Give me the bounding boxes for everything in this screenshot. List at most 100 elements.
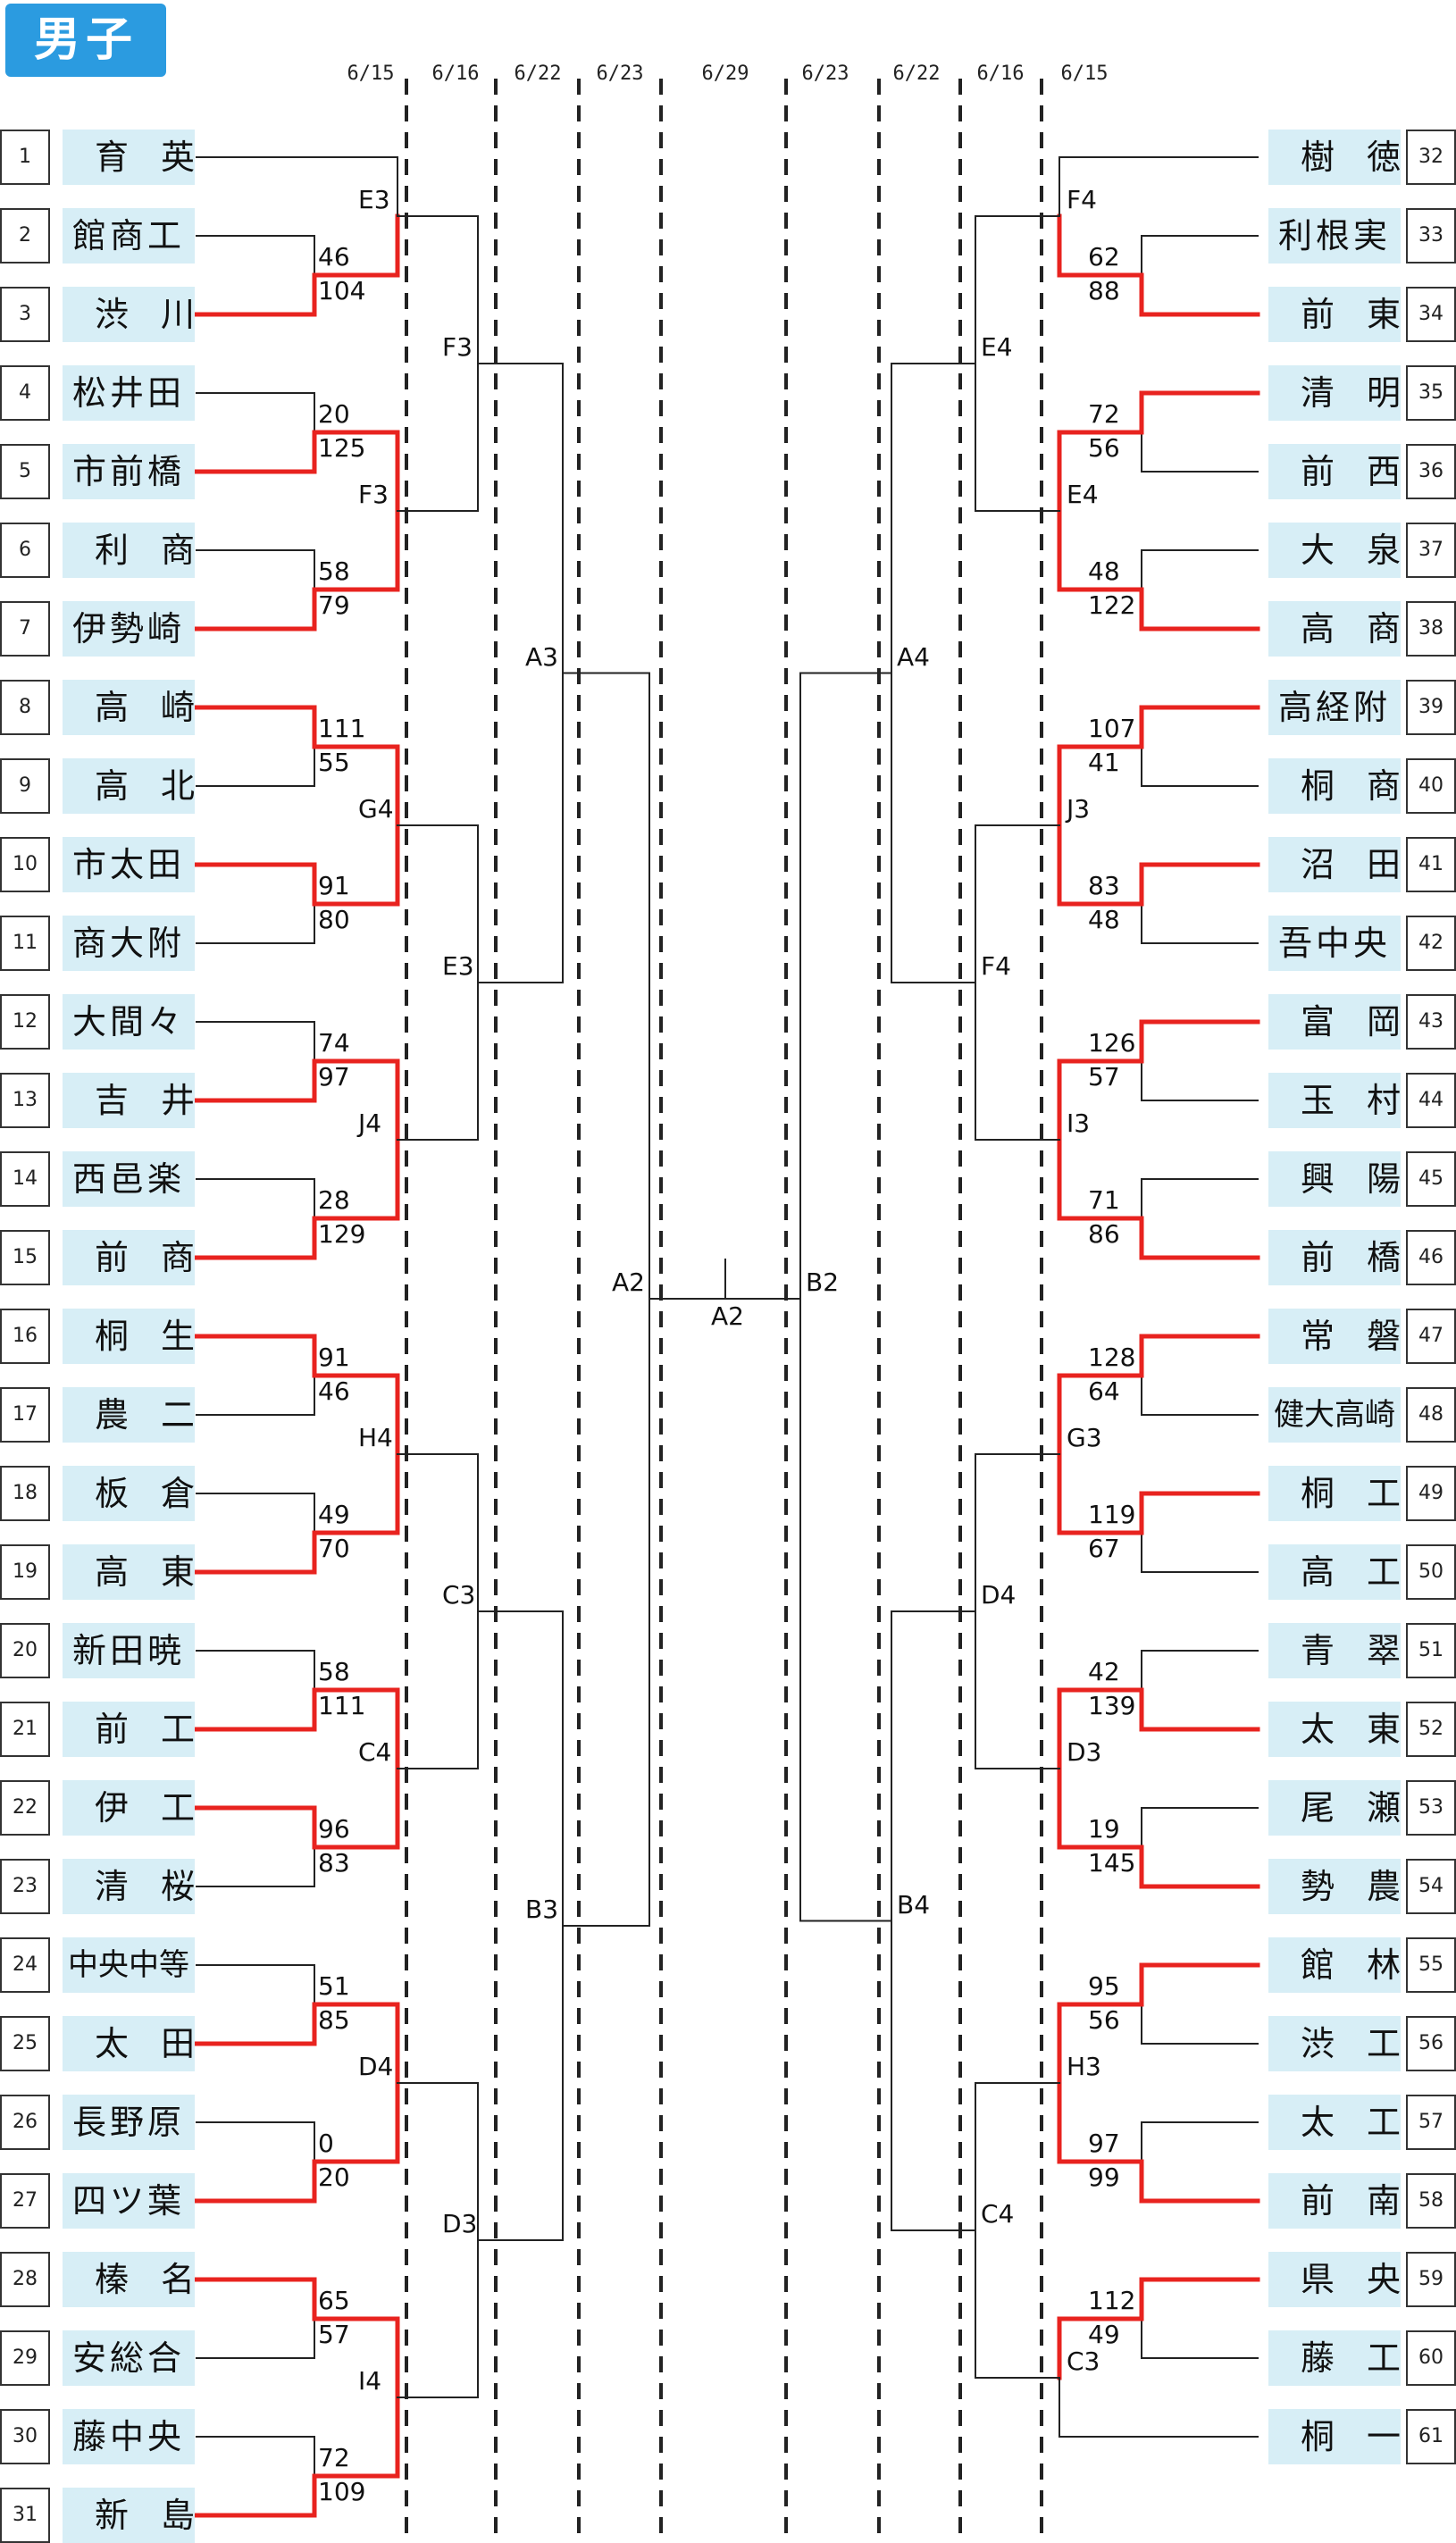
court-label: B2 xyxy=(806,1267,840,1297)
score: 96 xyxy=(318,1814,350,1844)
score: 55 xyxy=(318,748,350,777)
court-label: D3 xyxy=(442,2209,478,2238)
seed-number: 32 xyxy=(1406,130,1456,185)
score: 126 xyxy=(1088,1028,1136,1058)
team-name: 利商 xyxy=(63,523,195,578)
seed-number: 1 xyxy=(0,130,50,185)
team-name: 伊工 xyxy=(63,1780,195,1836)
seed-number: 61 xyxy=(1406,2409,1456,2464)
seed-number: 57 xyxy=(1406,2095,1456,2150)
score: 46 xyxy=(318,242,350,272)
team-name: 桐生 xyxy=(63,1309,195,1364)
score: 74 xyxy=(318,1028,350,1058)
team-name: 玉村 xyxy=(1268,1073,1401,1128)
seed-number: 33 xyxy=(1406,208,1456,264)
date-label: 6/23 xyxy=(596,63,644,85)
score: 57 xyxy=(1088,1062,1120,1092)
team-name: 新島 xyxy=(63,2488,195,2543)
seed-number: 9 xyxy=(0,758,50,814)
score: 122 xyxy=(1088,590,1136,620)
score: 91 xyxy=(318,871,350,900)
court-label: H4 xyxy=(358,1423,393,1452)
score: 48 xyxy=(1088,905,1120,934)
seed-number: 46 xyxy=(1406,1230,1456,1285)
seed-number: 3 xyxy=(0,287,50,342)
team-name: 新田暁 xyxy=(63,1623,195,1678)
team-name: 大間々 xyxy=(63,994,195,1050)
team-name: 農二 xyxy=(63,1387,195,1443)
date-label: 6/22 xyxy=(892,63,941,85)
team-name: 高東 xyxy=(63,1544,195,1600)
seed-number: 5 xyxy=(0,444,50,499)
score: 111 xyxy=(318,1691,366,1720)
team-name: 前西 xyxy=(1268,444,1401,499)
court-label: A3 xyxy=(525,641,558,672)
seed-number: 7 xyxy=(0,601,50,657)
court-label: F4 xyxy=(1067,185,1097,214)
date-label: 6/15 xyxy=(347,63,395,85)
team-name: 富岡 xyxy=(1268,994,1401,1050)
team-name: 県央 xyxy=(1268,2252,1401,2307)
score: 71 xyxy=(1088,1185,1120,1215)
court-label: D4 xyxy=(981,1580,1017,1610)
court-label: G4 xyxy=(358,794,394,824)
score: 20 xyxy=(318,399,350,429)
score: 80 xyxy=(318,905,350,934)
team-name: 榛名 xyxy=(63,2252,195,2307)
score: 91 xyxy=(318,1343,350,1372)
team-name: 健大高崎 xyxy=(1268,1387,1401,1443)
team-name: 前工 xyxy=(63,1702,195,1757)
score: 86 xyxy=(1088,1219,1120,1249)
court-label: D4 xyxy=(358,2052,394,2081)
score: 97 xyxy=(1088,2129,1120,2158)
seed-number: 49 xyxy=(1406,1466,1456,1521)
score: 51 xyxy=(318,1971,350,2001)
seed-number: 52 xyxy=(1406,1702,1456,1757)
date-label: 6/29 xyxy=(701,63,749,85)
team-name: 育英 xyxy=(63,130,195,185)
seed-number: 34 xyxy=(1406,287,1456,342)
seed-number: 6 xyxy=(0,523,50,578)
seed-number: 14 xyxy=(0,1151,50,1207)
seed-number: 4 xyxy=(0,365,50,421)
team-name: 桐商 xyxy=(1268,758,1401,814)
date-label: 6/23 xyxy=(801,63,849,85)
court-label: J3 xyxy=(1067,794,1091,824)
court-label: F4 xyxy=(981,951,1011,981)
seed-number: 40 xyxy=(1406,758,1456,814)
team-name: 館商工 xyxy=(63,208,195,264)
score: 56 xyxy=(1088,433,1120,463)
seed-number: 47 xyxy=(1406,1309,1456,1364)
court-label: E3 xyxy=(358,185,390,214)
team-name: 市太田 xyxy=(63,837,195,892)
team-name: 館林 xyxy=(1268,1937,1401,1993)
seed-number: 20 xyxy=(0,1623,50,1678)
court-label: C3 xyxy=(1067,2346,1100,2376)
team-name: 太東 xyxy=(1268,1702,1401,1757)
seed-number: 44 xyxy=(1406,1073,1456,1128)
score: 46 xyxy=(318,1376,350,1406)
team-name: 四ツ葉 xyxy=(63,2173,195,2229)
seed-number: 37 xyxy=(1406,523,1456,578)
seed-number: 11 xyxy=(0,916,50,971)
score: 70 xyxy=(318,1534,350,1563)
score: 139 xyxy=(1088,1691,1136,1720)
seed-number: 56 xyxy=(1406,2016,1456,2071)
score: 56 xyxy=(1088,2005,1120,2035)
team-name: 前南 xyxy=(1268,2173,1401,2229)
seed-number: 16 xyxy=(0,1309,50,1364)
team-name: 市前橋 xyxy=(63,444,195,499)
seed-number: 60 xyxy=(1406,2330,1456,2386)
date-label: 6/16 xyxy=(976,63,1025,85)
team-name: 中央中等 xyxy=(63,1937,195,1993)
score: 19 xyxy=(1088,1814,1120,1844)
team-name: 高商 xyxy=(1268,601,1401,657)
team-name: 西邑楽 xyxy=(63,1151,195,1207)
team-name: 清明 xyxy=(1268,365,1401,421)
score: 88 xyxy=(1088,276,1120,305)
seed-number: 42 xyxy=(1406,916,1456,971)
score: 62 xyxy=(1088,242,1120,272)
court-label: F3 xyxy=(442,332,473,362)
seed-number: 13 xyxy=(0,1073,50,1128)
seed-number: 59 xyxy=(1406,2252,1456,2307)
